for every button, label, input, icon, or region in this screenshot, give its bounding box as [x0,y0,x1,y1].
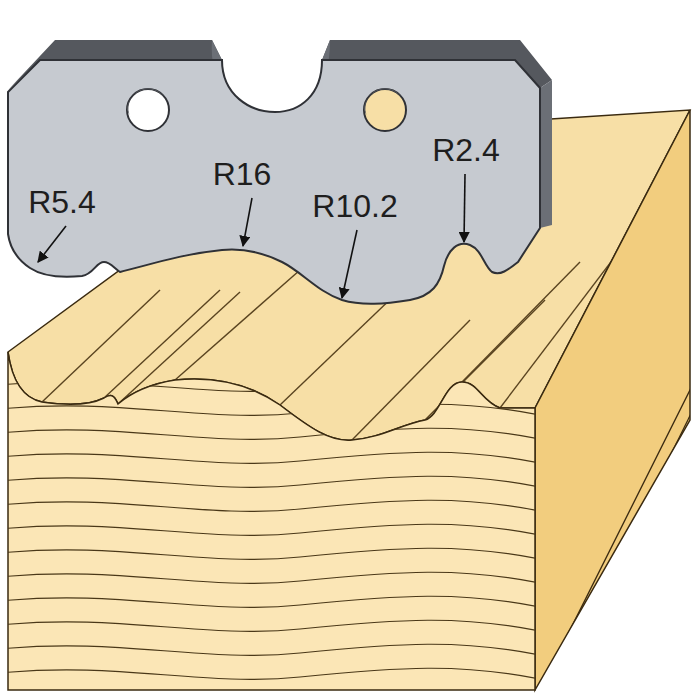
grain-line [0,596,540,607]
grain-line [0,476,540,487]
wood-side-face [535,110,690,690]
grain-line [0,548,540,559]
grain-line [0,380,540,391]
grain-line [0,428,540,439]
grain-line [535,380,695,700]
bolt-hole [127,88,169,131]
grain-line [640,345,700,700]
grain-line [580,365,700,700]
knife-plate [8,60,540,304]
wood-front-face [8,352,535,690]
grain-line [655,340,700,700]
grain-line [0,404,540,415]
front-grain [0,380,540,700]
grain-line [0,524,540,535]
knife-right-edge [540,80,552,228]
grain-line [0,452,540,463]
radius-label: R10.2 [312,190,397,222]
grain-line [610,355,700,700]
grain-line [595,360,700,700]
grain-line [0,572,540,583]
grain-line [0,668,540,679]
radius-label: R5.4 [28,186,96,218]
radius-label: R16 [213,158,272,190]
bolt-hole [364,88,406,131]
grain-line [0,500,540,511]
grain-line [550,375,700,700]
leader-line [38,174,465,298]
grain-line [0,692,540,700]
grain-line [625,350,700,700]
grain-line [565,370,700,700]
grain-line [0,620,540,631]
grain-line [0,644,540,655]
side-grain [535,330,700,700]
grain-line [685,330,700,700]
radius-label: R2.4 [432,134,500,166]
grain-line [670,335,700,700]
